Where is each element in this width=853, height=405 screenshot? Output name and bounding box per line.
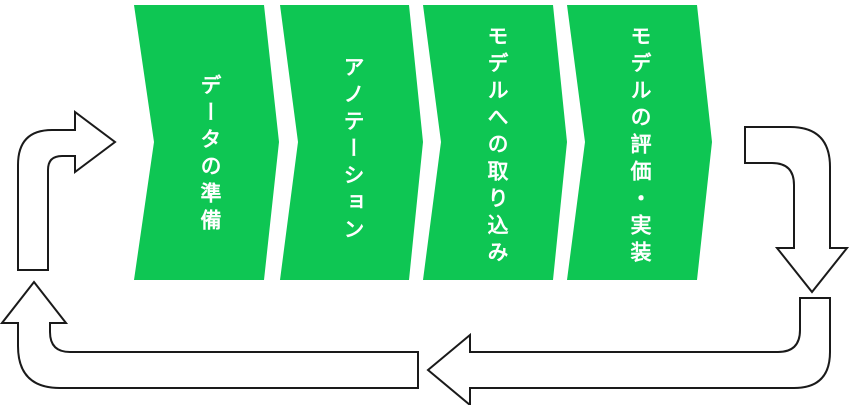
arrow-right-icon [17, 110, 117, 271]
step-label-data-prep: データの準備 [198, 74, 222, 236]
step-label-model-ingest: モデルへの取り込み [485, 25, 509, 268]
step-label-annotation: アノテーション [341, 56, 365, 245]
step-label-model-eval: モデルの評価・実装 [628, 25, 652, 268]
arrow-left-icon [426, 297, 831, 405]
arrow-down-icon [744, 126, 850, 294]
step-chevron-data-prep [134, 5, 279, 280]
arrow-bottom-segment-icon [0, 280, 419, 389]
step-chevron-model-eval [567, 5, 712, 280]
step-chevron-model-ingest [423, 5, 567, 280]
step-chevron-annotation [280, 5, 423, 280]
